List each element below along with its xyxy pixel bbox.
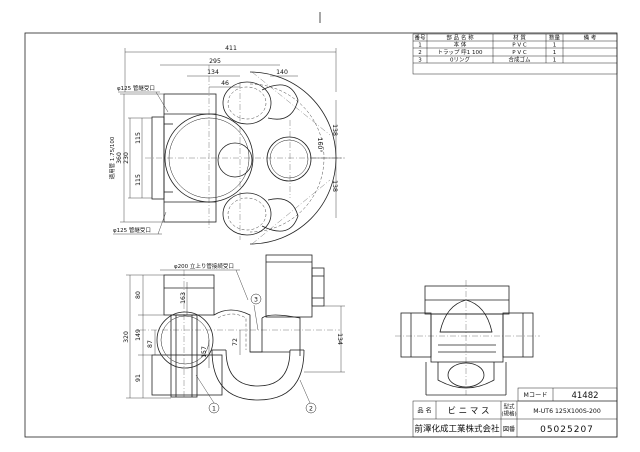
parts-row-no: 3 (418, 57, 422, 63)
parts-row-name: 0リング (450, 55, 470, 63)
dim-115-upper: 115 (135, 132, 142, 144)
dim-134-front: 134 (336, 333, 343, 345)
company-name: 前澤化成工業株式会社 (414, 424, 500, 435)
model-label: 型式 (503, 403, 515, 411)
drawing-frame (24, 32, 618, 438)
parts-row-no: 1 (418, 43, 422, 49)
drawing-no-label: 図番 (503, 426, 515, 433)
dim-160-angle: 160° (316, 138, 324, 153)
dim-320: 320 (123, 331, 130, 343)
drawing-no-value: 05025207 (540, 425, 594, 435)
pipe-range-label: 適用管 1.75/100 (108, 136, 116, 179)
dim-91: 91 (135, 374, 142, 382)
mcode-value: 41482 (571, 391, 598, 401)
parts-row-qty: 1 (553, 43, 557, 49)
dim-157: 157 (201, 346, 208, 358)
dim-140: 140 (276, 69, 288, 76)
inlet-bottom-label: φ125 管継受口 (113, 226, 151, 234)
parts-row-name: トラップ 呼1 100 (438, 49, 483, 56)
parts-header-name: 部 品 名 称 (446, 34, 474, 42)
mcode-label: Mコード (524, 392, 548, 399)
side-view (395, 280, 540, 396)
dim-46: 46 (221, 80, 229, 87)
dim-138-upper: 138 (331, 124, 338, 136)
top-view: 411 295 134 46 140 138 138 160° 適用管 1.75… (108, 45, 345, 245)
dim-134: 134 (207, 69, 219, 76)
title-block: Mコード 41482 品 名 ビ ニ マ ス 型式 (規格) M-UT6 125… (412, 387, 618, 438)
dim-230: 230 (123, 152, 130, 164)
parts-row-qty: 1 (553, 57, 557, 63)
callout-1-label: 1 (212, 406, 216, 413)
model-label-sub: (規格) (501, 410, 516, 418)
callout-3 (250, 293, 262, 305)
riser-label: φ200 立上り管接続受口 (174, 262, 234, 270)
parts-header-qty: 数量 (549, 34, 561, 42)
parts-row-name: 本 体 (454, 41, 467, 49)
parts-header-material: 材 質 (513, 34, 526, 42)
name-value: ビ ニ マ ス (447, 407, 489, 417)
parts-row-no: 2 (418, 50, 422, 56)
parts-row-material: 合成ゴム (508, 55, 531, 63)
model-value: M-UT6 125X100S-200 (533, 408, 601, 415)
front-view: 320 80 149 87 91 163 157 72 134 φ200 立上り… (123, 254, 345, 414)
parts-header-no: 番号 (414, 35, 426, 42)
callout-3-label: 3 (254, 297, 258, 304)
dim-138-lower: 138 (331, 180, 338, 192)
callout-2 (305, 402, 317, 414)
parts-row-qty: 1 (553, 50, 557, 56)
parts-table: 番号 部 品 名 称 材 質 数量 備 考 1 本 体 P V C 1 2 トラ… (412, 34, 618, 75)
dim-295: 295 (209, 58, 221, 65)
dim-163: 163 (180, 292, 187, 304)
inlet-top-label: φ125 管継受口 (117, 84, 155, 92)
callout-2-label: 2 (309, 406, 313, 413)
parts-row-material: P V C (512, 43, 527, 49)
dim-360: 360 (116, 152, 123, 164)
dim-87: 87 (147, 340, 154, 348)
name-label: 品 名 (417, 407, 431, 415)
parts-row-material: P V C (512, 50, 527, 56)
dim-72: 72 (232, 338, 239, 346)
dim-80: 80 (135, 291, 142, 299)
dim-411: 411 (225, 45, 237, 52)
dim-149: 149 (135, 329, 142, 341)
parts-header-note: 備 考 (584, 34, 597, 42)
callout-1 (208, 402, 220, 414)
dim-115-lower: 115 (135, 174, 142, 186)
